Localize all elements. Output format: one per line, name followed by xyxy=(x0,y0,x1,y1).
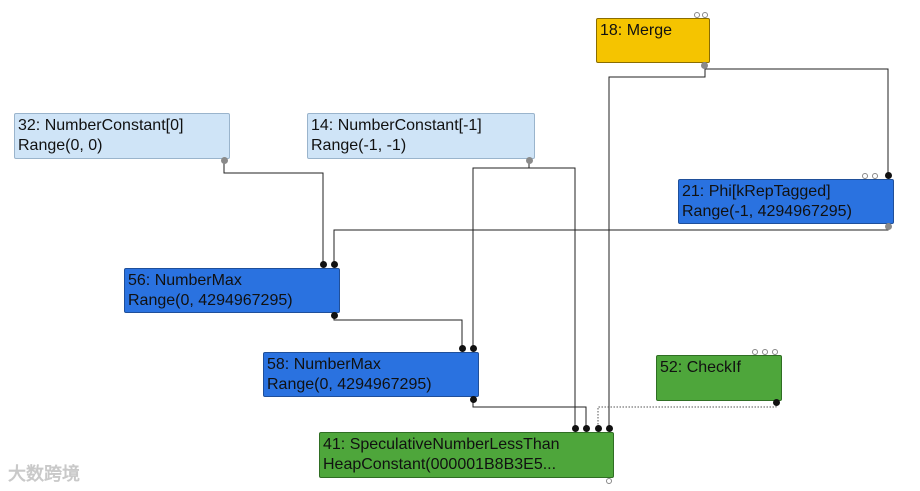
node-range: Range(0, 4294967295) xyxy=(128,292,293,309)
node-heap-constant: HeapConstant(000001B8B3E5... xyxy=(323,456,557,473)
edge-c14-to-max58 xyxy=(472,161,530,347)
input-port xyxy=(862,173,868,179)
node-speculative-less-than-41[interactable]: 41: SpeculativeNumberLessThan HeapConsta… xyxy=(319,432,614,478)
watermark-logo: 大数跨境 xyxy=(8,460,80,486)
node-label: 21: Phi[kRepTagged] xyxy=(682,183,831,200)
node-range: Range(-1, 4294967295) xyxy=(682,203,852,220)
node-checkif-52[interactable]: 52: CheckIf xyxy=(656,355,782,401)
edge-check-to-less xyxy=(597,403,777,427)
output-port xyxy=(331,312,338,319)
edge-max58-to-less xyxy=(472,399,587,427)
node-number-constant-14[interactable]: 14: NumberConstant[-1] Range(-1, -1) xyxy=(307,113,535,159)
input-port xyxy=(702,12,708,18)
output-port xyxy=(470,396,477,403)
input-port xyxy=(885,172,892,179)
node-range: Range(-1, -1) xyxy=(311,137,407,154)
edge-c32-to-max56 xyxy=(223,161,324,263)
node-label: 14: NumberConstant[-1] xyxy=(311,117,482,134)
edge-max56-to-max58 xyxy=(333,316,463,347)
node-number-max-56[interactable]: 56: NumberMax Range(0, 4294967295) xyxy=(124,268,340,313)
node-number-max-58[interactable]: 58: NumberMax Range(0, 4294967295) xyxy=(263,352,479,397)
input-port xyxy=(606,425,613,432)
edge-phi-to-max56 xyxy=(333,227,889,263)
node-number-constant-32[interactable]: 32: NumberConstant[0] Range(0, 0) xyxy=(14,113,230,159)
output-port xyxy=(221,157,228,164)
input-port xyxy=(752,349,758,355)
output-port xyxy=(701,62,708,69)
edge-merge-to-less xyxy=(608,66,706,427)
input-port xyxy=(872,173,878,179)
watermark-text: 大数跨境 xyxy=(8,464,80,484)
input-port xyxy=(331,261,338,268)
input-port xyxy=(772,349,778,355)
node-label: 58: NumberMax xyxy=(267,356,381,373)
output-port xyxy=(606,478,612,484)
node-label: 52: CheckIf xyxy=(660,359,741,376)
input-port xyxy=(762,349,768,355)
node-label: 41: SpeculativeNumberLessThan xyxy=(323,436,560,453)
edge-merge-to-phi xyxy=(704,66,889,175)
input-port xyxy=(320,261,327,268)
input-port xyxy=(595,425,602,432)
input-port xyxy=(470,345,477,352)
output-port xyxy=(773,399,780,406)
output-port xyxy=(885,223,892,230)
edge-c14-to-less xyxy=(528,161,576,427)
node-merge[interactable]: 18: Merge xyxy=(596,18,710,63)
node-range: Range(0, 4294967295) xyxy=(267,376,432,393)
input-port xyxy=(694,12,700,18)
node-phi-21[interactable]: 21: Phi[kRepTagged] Range(-1, 4294967295… xyxy=(678,179,894,224)
input-port xyxy=(583,425,590,432)
node-merge-label: 18: Merge xyxy=(600,22,673,39)
node-label: 32: NumberConstant[0] xyxy=(18,117,184,134)
output-port xyxy=(526,157,533,164)
input-port xyxy=(572,425,579,432)
node-label: 56: NumberMax xyxy=(128,272,242,289)
input-port xyxy=(459,345,466,352)
node-range: Range(0, 0) xyxy=(18,137,103,154)
